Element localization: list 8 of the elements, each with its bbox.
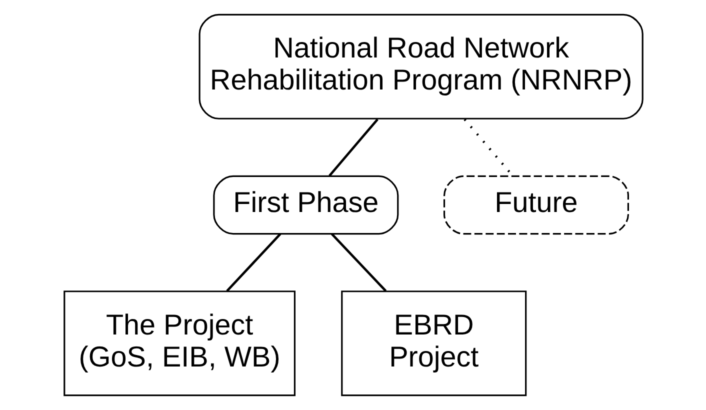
node-box: EBRD Project xyxy=(340,290,526,396)
connector xyxy=(226,233,281,292)
node-box: National Road Network Rehabilitation Program (NRNRP) xyxy=(198,14,643,120)
node-box: First Phase xyxy=(212,175,398,235)
node-box: The Project (GoS, EIB, WB) xyxy=(63,290,296,396)
node-box: Future xyxy=(442,175,628,235)
connector xyxy=(330,233,386,292)
connector xyxy=(328,118,378,176)
